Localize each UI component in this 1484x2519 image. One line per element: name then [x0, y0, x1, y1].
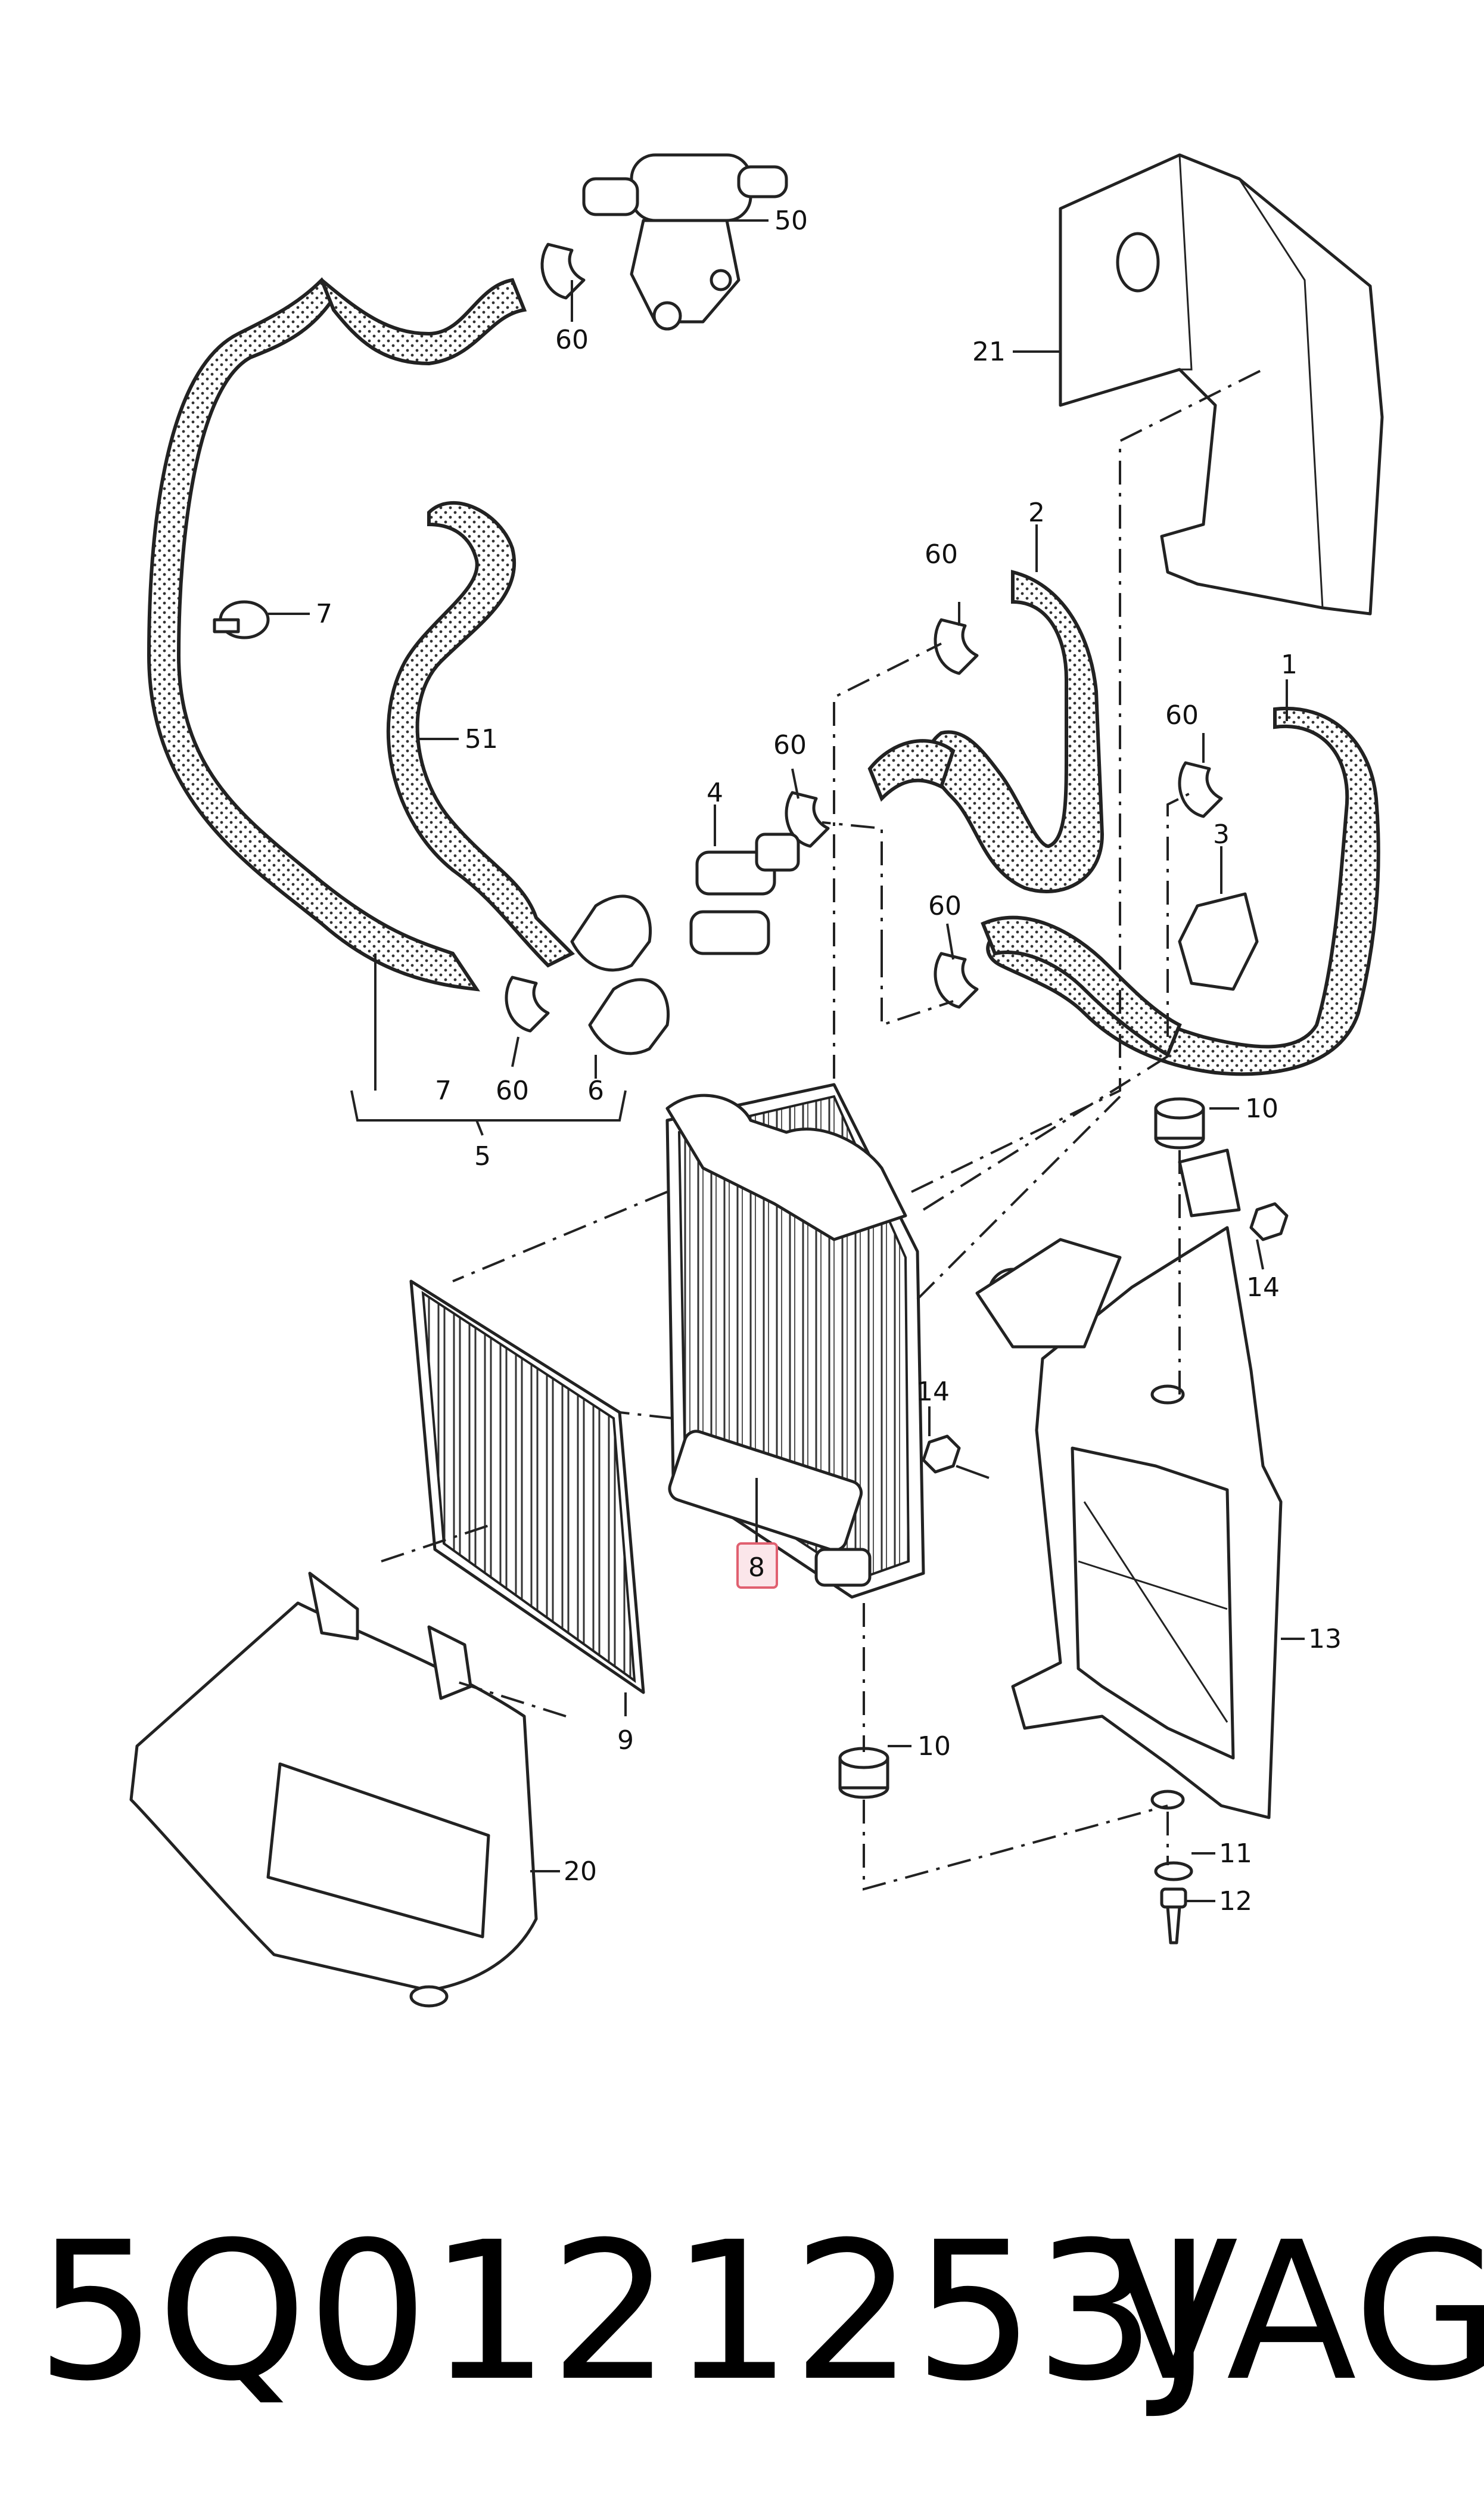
callout-60: 60 [773, 730, 807, 760]
callout-21: 21 [972, 337, 1006, 367]
hose-large-left [147, 277, 527, 992]
screw-12 [1160, 1887, 1187, 1945]
callout-11: 11 [1219, 1838, 1252, 1869]
air-guide-20 [129, 1571, 538, 2008]
callout-3: 3 [1213, 819, 1230, 850]
callout-60: 60 [1165, 700, 1199, 731]
callout-60: 60 [928, 891, 962, 921]
hose-51 [386, 501, 575, 968]
nut-14-mid [922, 1434, 990, 1479]
callout-6: 6 [587, 1076, 604, 1106]
elbow-fitting-upper [570, 894, 652, 972]
callout-20: 20 [564, 1856, 597, 1887]
nut-14-right [1249, 1202, 1289, 1241]
hose-2 [867, 570, 1105, 893]
clamp-60-lower [934, 952, 979, 1009]
valve-50 [582, 153, 788, 331]
callout-14: 14 [1246, 1272, 1280, 1303]
callout-60: 60 [555, 325, 589, 355]
clamp-60-top [540, 243, 586, 300]
group-bracket-5 [350, 953, 627, 1136]
hose-lower-mid [981, 915, 1182, 1058]
washer-11 [1154, 1861, 1193, 1881]
callout-8-highlight [736, 1542, 778, 1589]
callout-9: 9 [617, 1725, 634, 1756]
callout-5: 5 [474, 1141, 491, 1172]
clamp-60-right-top [934, 618, 979, 675]
assembly-lines [381, 368, 1264, 1891]
callout-7: 7 [316, 599, 332, 629]
rubber-mount-10-top [1154, 1097, 1205, 1150]
clamp-60-bottom [505, 976, 550, 1033]
callout-13: 13 [1308, 1624, 1342, 1654]
clip-3 [1178, 892, 1259, 991]
callout-8: 8 [748, 1552, 765, 1583]
elbow-fitting-6 [588, 978, 670, 1055]
brand-name: VAG [1108, 2201, 1484, 2423]
callout-labels: 50 60 21 7 51 60 2 60 1 4 60 3 60 7 60 6… [316, 206, 1342, 1917]
callout-2: 2 [1028, 498, 1045, 528]
radiator-8 [665, 1083, 925, 1599]
callout-7: 7 [435, 1076, 452, 1106]
callout-60: 60 [925, 539, 958, 570]
bracket-13 [975, 1148, 1283, 1819]
callout-50: 50 [774, 206, 808, 236]
callout-12: 12 [1219, 1886, 1252, 1917]
callout-10: 10 [917, 1731, 951, 1762]
grille-9 [409, 1279, 645, 1694]
rubber-mount-10-bottom [838, 1747, 889, 1799]
air-duct-21 [1059, 153, 1384, 616]
callout-4: 4 [707, 778, 723, 808]
connector-4 [689, 833, 800, 955]
clamp-7-left [213, 600, 270, 639]
callout-60: 60 [496, 1076, 529, 1106]
leader-lines [268, 219, 1305, 1902]
callout-51: 51 [465, 724, 498, 754]
callout-14: 14 [916, 1377, 950, 1407]
clamp-60-right [1178, 761, 1223, 818]
part-number: 5Q0121253J [36, 2201, 1212, 2423]
callout-1: 1 [1281, 650, 1298, 680]
callout-10: 10 [1245, 1094, 1278, 1124]
clamp-60-mid [785, 791, 830, 848]
